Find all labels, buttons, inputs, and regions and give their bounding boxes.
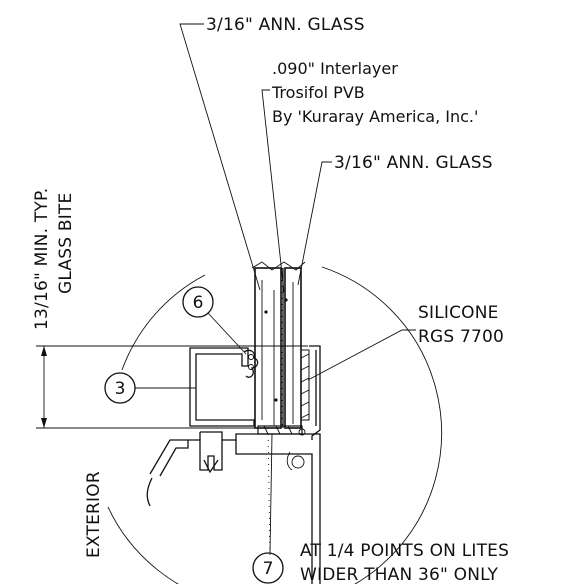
sill-nose: [146, 477, 153, 507]
silicone-bead: [300, 349, 310, 421]
glass-dot: [264, 310, 268, 314]
callout-7-bubble: [252, 552, 284, 584]
note-line-1: AT 1/4 POINTS ON LITES: [300, 541, 509, 561]
sill-tab: [199, 431, 223, 440]
exterior-label: EXTERIOR: [84, 471, 104, 558]
callout-6-number: 6: [193, 293, 204, 313]
leader-outer-glass: [179, 23, 261, 291]
callout-6-bubble: [182, 286, 214, 318]
label-interlayer-2: Trosifol PVB: [271, 83, 365, 102]
label-interlayer-1: .090" Interlayer: [272, 59, 398, 78]
label-outer-glass: 3/16" ANN. GLASS: [206, 15, 365, 35]
leader-inner-glass: [297, 161, 332, 286]
frame-right-stop: [309, 345, 321, 440]
bite-dimension-text: 13/16" MIN. TYP.: [32, 188, 52, 330]
callout-6-leader: [207, 312, 247, 355]
bite-dimension: [36, 345, 308, 429]
glazing-bead: [189, 347, 255, 427]
screw-boss-arc: [286, 451, 293, 471]
label-silicone-2: RGS 7700: [418, 327, 504, 347]
glass-dot: [274, 398, 278, 402]
glass-bite-label: GLASS BITE: [56, 193, 76, 294]
callout-7-number: 7: [263, 559, 274, 579]
leader-interlayer: [261, 89, 285, 293]
label-silicone-1: SILICONE: [418, 303, 499, 323]
gasket-bulb: [248, 354, 254, 360]
centerline: [267, 427, 271, 561]
detail-circle-left: [121, 274, 206, 371]
setting-block-end: [298, 428, 306, 436]
setting-block-hatch: [263, 425, 293, 435]
callout-3-number: 3: [115, 379, 126, 399]
label-interlayer-3: By 'Kuraray America, Inc.': [272, 107, 478, 126]
label-inner-glass: 3/16" ANN. GLASS: [334, 153, 493, 173]
glass-break-line: [251, 261, 306, 271]
gasket-bulb: [248, 364, 254, 370]
screw-boss: [291, 455, 305, 469]
callout-7-leader: [269, 433, 273, 554]
wedge-gasket: [243, 349, 259, 378]
note-line-2: WIDER THAN 36" ONLY: [300, 565, 499, 584]
laminated-glass: [254, 267, 302, 429]
leader-silicone: [307, 329, 416, 381]
sill-inner-wall: [235, 440, 313, 584]
outer-glass-lite: [254, 267, 282, 429]
sill-extrusion: [149, 433, 321, 584]
glass-dot: [284, 298, 288, 302]
sill-drip: [203, 459, 219, 474]
